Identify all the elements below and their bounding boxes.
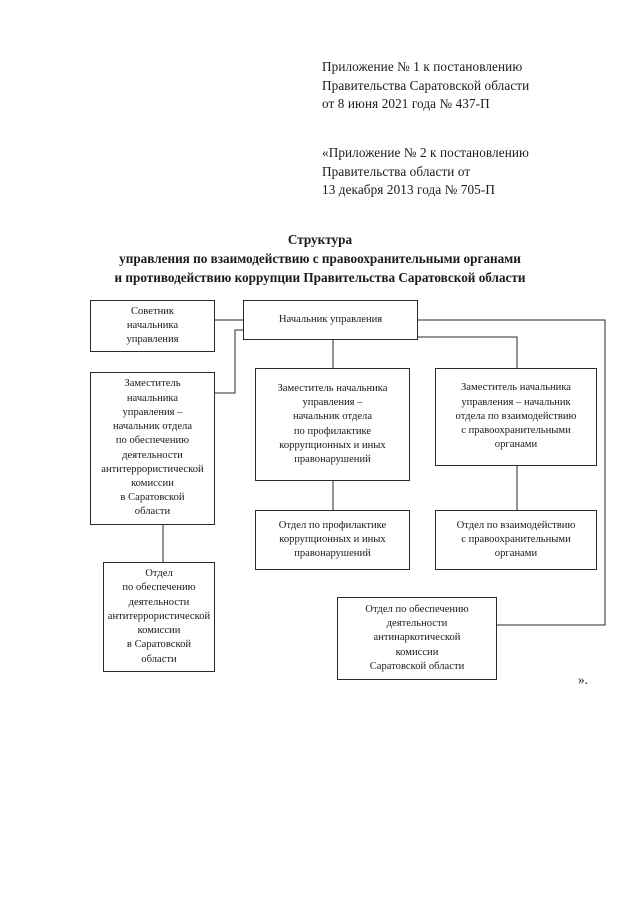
page-title: Структура управления по взаимодействию с…: [0, 230, 640, 287]
title-line-1: Структура: [287, 232, 353, 247]
header-appendix-2: «Приложение № 2 к постановлению Правител…: [322, 145, 529, 197]
title-line-2: управления по взаимодействию с правоохра…: [119, 251, 521, 266]
node-advisor: Советник начальника управления: [90, 300, 215, 352]
edge-head-antidrug: [418, 319, 606, 626]
closing-quote: ».: [578, 672, 588, 687]
node-deputy-antiterror: Заместитель начальника управления – нача…: [90, 372, 215, 525]
node-deputy-corruption: Заместитель начальника управления – нача…: [255, 368, 410, 481]
edge-head-deputy-antiterror: [215, 329, 243, 394]
node-dept-lawenforcement: Отдел по взаимодействию с правоохранител…: [435, 510, 597, 570]
title-line-3: и противодействию коррупции Правительств…: [114, 270, 526, 285]
node-head-of-department: Начальник управления: [243, 300, 418, 340]
node-dept-antidrug: Отдел по обеспечению деятельности антина…: [337, 597, 497, 680]
node-dept-antiterror: Отдел по обеспечению деятельности антите…: [103, 562, 215, 672]
edge-head-deputy-lawenforcement: [418, 336, 518, 368]
node-dept-corruption: Отдел по профилактике коррупционных и ин…: [255, 510, 410, 570]
header-appendix-1: Приложение № 1 к постановлению Правитель…: [322, 59, 530, 111]
node-deputy-lawenforcement: Заместитель начальника управления – нача…: [435, 368, 597, 466]
